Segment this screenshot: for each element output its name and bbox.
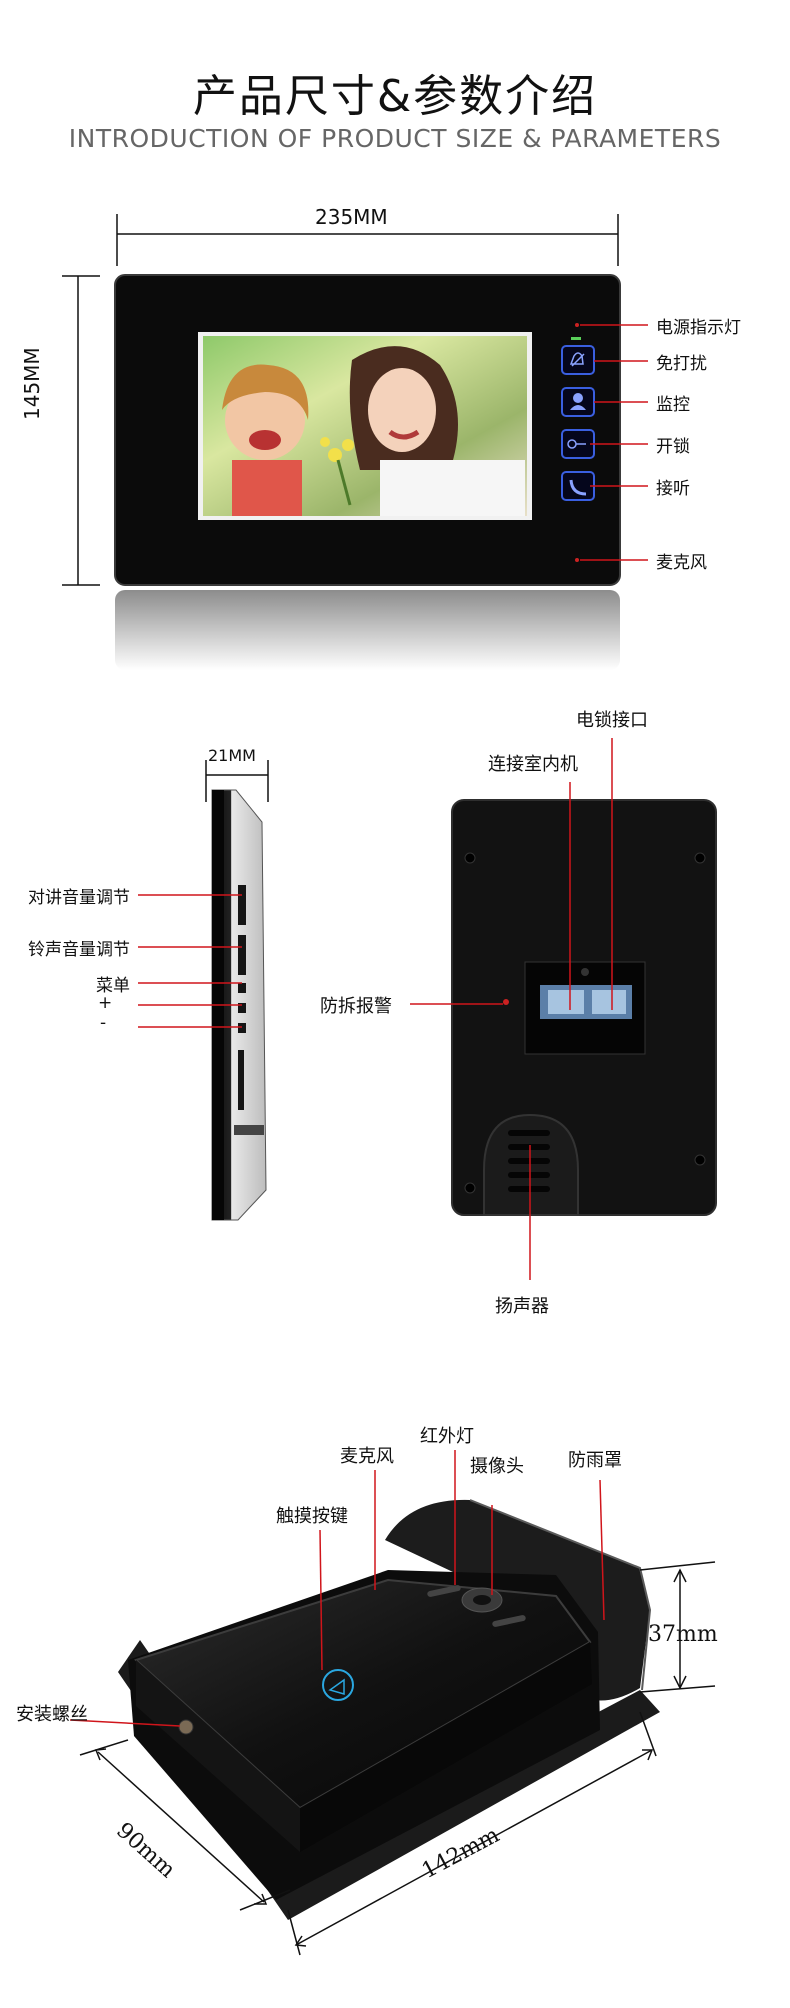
callout-talk-volume: 对讲音量调节 — [28, 888, 130, 908]
callout-power-indicator: 电源指示灯 — [656, 318, 741, 338]
callout-infrared-light: 红外灯 — [420, 1426, 474, 1447]
callout-menu: 菜单 — [96, 976, 130, 996]
thickness-label: 21MM — [208, 746, 256, 765]
callout-lock-port: 电锁接口 — [576, 710, 648, 731]
doorbell-depth-dimension — [79, 1739, 291, 1911]
callout-tamper-alarm: 防拆报警 — [320, 996, 392, 1017]
height-dimension — [62, 275, 100, 586]
callout-minus: - — [100, 1013, 107, 1033]
back-callout-lines — [410, 738, 613, 1280]
doorbell-height-label: 37mm — [648, 1622, 718, 1647]
callout-unlock: 开锁 — [656, 437, 690, 457]
page-title: 产品尺寸&参数介绍 — [192, 71, 598, 122]
thickness-dimension — [205, 760, 269, 802]
callout-speaker: 扬声器 — [495, 1296, 549, 1317]
callout-microphone: 麦克风 — [656, 553, 707, 573]
callout-plus: + — [98, 993, 113, 1013]
callout-rain-cover: 防雨罩 — [568, 1450, 622, 1471]
monitor-back — [451, 799, 717, 1216]
callout-indoor-port: 连接室内机 — [488, 754, 578, 775]
width-dimension — [116, 214, 619, 266]
page-subtitle: INTRODUCTION OF PRODUCT SIZE & PARAMETER… — [68, 124, 722, 153]
doorbell-unit — [118, 1499, 660, 1920]
callout-touch-button: 触摸按键 — [276, 1506, 348, 1527]
doorbell-callout-lines — [69, 1450, 605, 1727]
monitor-front — [114, 274, 621, 670]
front-callout-lines — [580, 324, 648, 561]
doorbell-height-dimension — [639, 1561, 716, 1693]
callout-ring-volume: 铃声音量调节 — [28, 940, 130, 960]
callout-mounting-screw: 安装螺丝 — [16, 1704, 88, 1725]
side-callout-lines — [138, 894, 242, 1028]
callout-camera: 摄像头 — [470, 1456, 524, 1477]
callout-answer: 接听 — [656, 479, 690, 499]
callout-monitor: 监控 — [656, 395, 690, 415]
height-label: 145MM — [20, 347, 44, 420]
callout-do-not-disturb: 免打扰 — [656, 354, 707, 374]
width-label: 235MM — [315, 205, 388, 229]
callout-doorbell-mic: 麦克风 — [340, 1446, 394, 1467]
doorbell-width-dimension — [287, 1711, 657, 1956]
